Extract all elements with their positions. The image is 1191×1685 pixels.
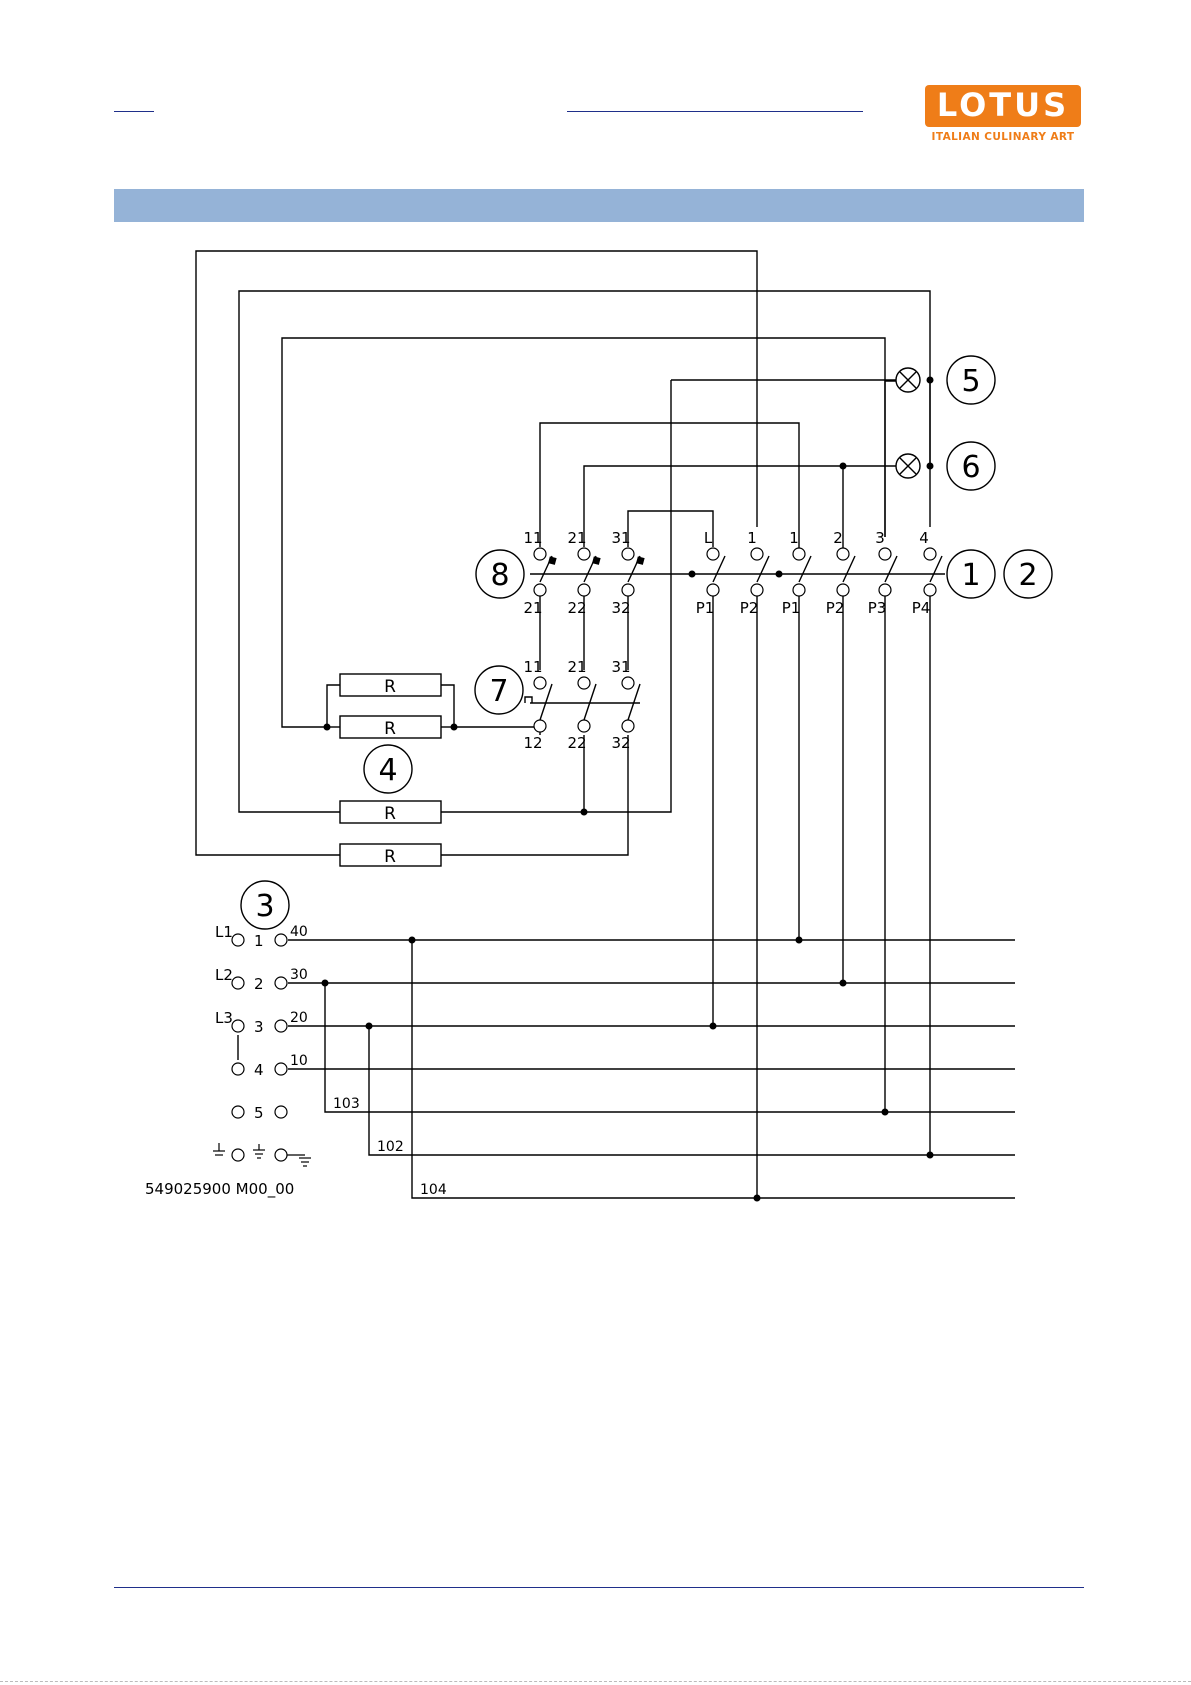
wiring-lines <box>196 251 1015 1198</box>
terminal-line-label: L2 <box>215 966 233 984</box>
callout-2: 2 <box>1018 558 1037 593</box>
terminal-line-label: L3 <box>215 1009 233 1027</box>
sw8-bottom-label: 22 <box>567 599 586 617</box>
sw12-bottom-label: P2 <box>826 599 845 617</box>
sw7-bottom-label: 32 <box>611 734 630 752</box>
callout-7: 7 <box>489 674 508 709</box>
terminal-number: 4 <box>254 1061 264 1079</box>
wire-number: 20 <box>290 1010 308 1026</box>
callout-3: 3 <box>255 889 274 924</box>
terminal-number: 1 <box>254 932 264 950</box>
ground-icon <box>213 1143 311 1166</box>
sw12-top-label: 1 <box>789 529 799 547</box>
branch-label: 104 <box>420 1182 447 1198</box>
sw8-bottom-label: 21 <box>523 599 542 617</box>
terminal-block-labels: L1 L2 L3 1 2 3 4 5 40 30 20 10 103 102 1… <box>145 923 447 1199</box>
resistor-label: R <box>384 804 396 824</box>
sw12-top-label: 1 <box>747 529 757 547</box>
resistor-label: R <box>384 847 396 867</box>
terminal-number: 5 <box>254 1104 264 1122</box>
callout-6: 6 <box>961 450 980 485</box>
indicator-lamps <box>896 368 920 478</box>
sw12-bottom-label: P1 <box>696 599 715 617</box>
drawing-code: 549025900 M00_00 <box>145 1180 294 1199</box>
sw7-top-label: 11 <box>523 658 542 676</box>
callout-4: 4 <box>378 753 397 788</box>
sw7-bottom-label: 12 <box>523 734 542 752</box>
wire-number: 10 <box>290 1053 308 1069</box>
callout-1: 1 <box>961 558 980 593</box>
sw7-top-label: 31 <box>611 658 630 676</box>
sw8-top-label: 11 <box>523 529 542 547</box>
sw12-top-label: L <box>704 529 713 547</box>
wire-number: 30 <box>290 967 308 983</box>
sw7-bottom-label: 22 <box>567 734 586 752</box>
sw8-top-label: 31 <box>611 529 630 547</box>
sw12-top-label: 3 <box>875 529 885 547</box>
footer-rule <box>114 1587 1084 1588</box>
sw8-top-label: 21 <box>567 529 586 547</box>
resistor-label: R <box>384 677 396 697</box>
sw12-top-label: 4 <box>919 529 929 547</box>
sw12-bottom-label: P1 <box>782 599 801 617</box>
sw12-bottom-label: P3 <box>868 599 887 617</box>
terminal-line-label: L1 <box>215 923 233 941</box>
terminal-number: 3 <box>254 1018 264 1036</box>
callout-5: 5 <box>961 364 980 399</box>
branch-label: 103 <box>333 1096 360 1112</box>
resistor-label: R <box>384 719 396 739</box>
wire-number: 40 <box>290 924 308 940</box>
branch-label: 102 <box>377 1139 404 1155</box>
sw12-top-label: 2 <box>833 529 843 547</box>
sw8-bottom-label: 32 <box>611 599 630 617</box>
callout-8: 8 <box>490 558 509 593</box>
sw12-bottom-label: P4 <box>912 599 931 617</box>
callout-numbers: 5 6 8 1 2 7 4 3 <box>255 364 1037 924</box>
page-bottom-edge <box>0 1681 1191 1684</box>
terminal-number: 2 <box>254 975 264 993</box>
sw12-bottom-label: P2 <box>740 599 759 617</box>
sw7-top-label: 21 <box>567 658 586 676</box>
switch-blades <box>540 556 942 720</box>
